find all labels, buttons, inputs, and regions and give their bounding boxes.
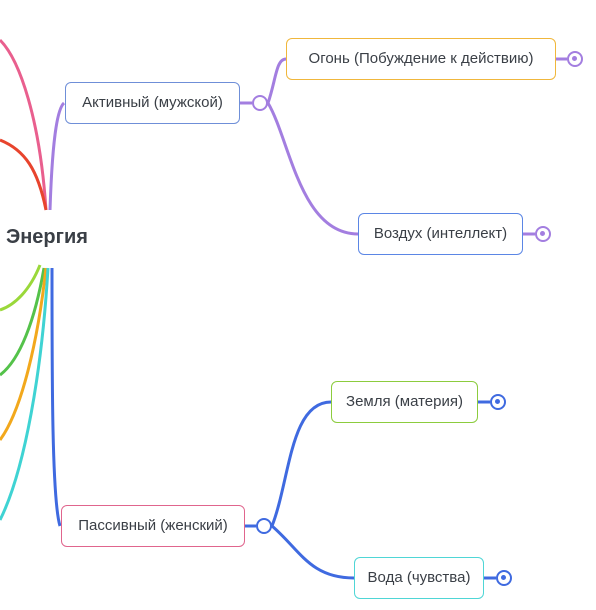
offscreen-branch-orange <box>0 267 48 441</box>
topic-active[interactable]: Активный (мужской) <box>65 82 240 124</box>
edge-passive-water <box>271 524 355 580</box>
edge-root-passive <box>50 267 62 527</box>
offscreen-branch-green <box>0 267 46 377</box>
edge-active-air <box>266 102 359 236</box>
edge-root-active <box>48 101 66 211</box>
root-topic[interactable]: Энергия <box>6 226 88 248</box>
collapse-toggle-active[interactable] <box>252 95 268 111</box>
offscreen-branch-red <box>0 138 48 211</box>
expand-dot-fire[interactable] <box>567 51 583 67</box>
edge-passive-earth <box>270 400 332 527</box>
topic-fire[interactable]: Огонь (Побуждение к действию) <box>286 38 556 80</box>
edge-active-fire <box>266 57 287 104</box>
topic-water[interactable]: Вода (чувства) <box>354 557 484 599</box>
offscreen-branch-pink <box>0 38 48 211</box>
expand-dot-air[interactable] <box>535 226 551 242</box>
topic-air[interactable]: Воздух (интеллект) <box>358 213 523 255</box>
offscreen-branch-cyan <box>0 267 50 521</box>
expand-dot-water[interactable] <box>496 570 512 586</box>
offscreen-branch-lime <box>0 264 42 312</box>
topic-passive[interactable]: Пассивный (женский) <box>61 505 245 547</box>
expand-dot-earth[interactable] <box>490 394 506 410</box>
topic-earth[interactable]: Земля (материя) <box>331 381 478 423</box>
collapse-toggle-passive[interactable] <box>256 518 272 534</box>
